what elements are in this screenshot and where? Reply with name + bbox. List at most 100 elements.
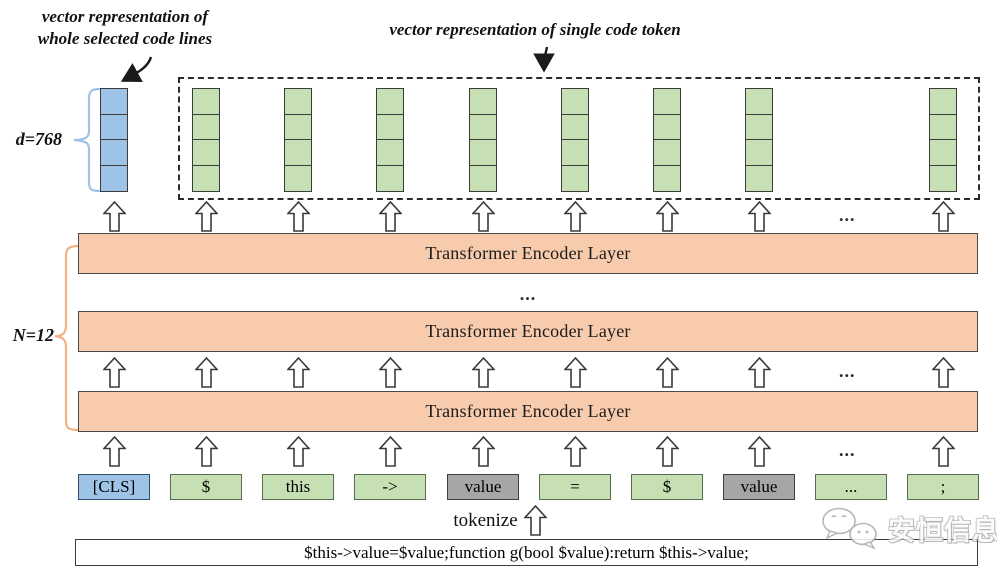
token-text: this — [285, 477, 311, 496]
token-output-vector — [745, 88, 773, 193]
vector-cell — [561, 88, 589, 116]
cls-vector-caption-line1: vector representation of — [41, 7, 209, 26]
vector-cell — [284, 88, 312, 116]
transformer-encoder-layer-middle: Transformer Encoder Layer — [78, 311, 978, 352]
curved-down-arrow-icon — [533, 46, 555, 73]
up-arrow-icon — [471, 201, 495, 232]
vector-cell — [100, 164, 128, 193]
vector-cell — [284, 139, 312, 167]
vector-cell — [284, 113, 312, 141]
hidden-layers-ellipsis: ... — [519, 284, 537, 304]
vector-cell — [284, 164, 312, 193]
vector-cell — [929, 113, 957, 141]
vector-cell — [192, 164, 220, 193]
token-text: ... — [844, 477, 858, 496]
up-arrow-icon — [102, 436, 126, 467]
curved-down-arrow-icon — [120, 56, 153, 83]
token-text: -> — [382, 477, 398, 496]
dimension-brace — [73, 87, 101, 193]
vector-cell — [745, 113, 773, 141]
token-code: = — [539, 474, 611, 500]
vector-cell — [745, 164, 773, 193]
watermark: 安恒信息 — [818, 505, 997, 551]
row-ellipsis: ... — [839, 440, 856, 460]
token-code: ; — [907, 474, 979, 500]
token-text: $ — [201, 477, 211, 496]
vector-cell — [561, 139, 589, 167]
up-arrow-icon — [378, 201, 402, 232]
token-vectors-dashed-box — [178, 77, 980, 200]
token-cls: [CLS] — [78, 474, 150, 500]
vector-cell — [100, 139, 128, 167]
up-arrow-icon — [471, 357, 495, 388]
vector-cell — [192, 113, 220, 141]
encoder-layer-label: Transformer Encoder Layer — [425, 321, 631, 341]
up-arrow-icon — [523, 505, 547, 536]
token-code: ... — [815, 474, 887, 500]
up-arrow-icon — [563, 357, 587, 388]
token-code: this — [262, 474, 334, 500]
up-arrow-icon — [931, 201, 955, 232]
token-text: ; — [940, 477, 946, 496]
transformer-encoder-layer-bottom: Transformer Encoder Layer — [78, 391, 978, 432]
token-output-vector — [284, 88, 312, 193]
vector-cell — [469, 113, 497, 141]
encoder-layer-label: Transformer Encoder Layer — [425, 401, 631, 421]
wechat-logo-icon — [822, 507, 877, 550]
vector-cell — [929, 88, 957, 116]
vector-cell — [561, 113, 589, 141]
cls-output-vector — [100, 88, 128, 193]
vector-cell — [376, 139, 404, 167]
up-arrow-icon — [378, 436, 402, 467]
row-ellipsis: ... — [839, 361, 856, 381]
vector-cell — [653, 164, 681, 193]
token-output-vector — [376, 88, 404, 193]
up-arrow-icon — [747, 357, 771, 388]
up-arrow-icon — [102, 201, 126, 232]
token-code: -> — [354, 474, 426, 500]
source-code-box: $this->value=$value;function g(bool $val… — [75, 539, 978, 566]
vector-cell — [376, 164, 404, 193]
token-output-vector — [561, 88, 589, 193]
vector-cell — [469, 164, 497, 193]
vector-cell — [469, 139, 497, 167]
vector-cell — [192, 88, 220, 116]
token-code: $ — [170, 474, 242, 500]
token-output-vector — [653, 88, 681, 193]
vector-cell — [653, 139, 681, 167]
vector-cell — [100, 113, 128, 141]
vector-cell — [929, 139, 957, 167]
up-arrow-icon — [378, 357, 402, 388]
token-masked: value — [723, 474, 795, 500]
up-arrow-icon — [747, 201, 771, 232]
vector-cell — [653, 113, 681, 141]
token-vector-caption: vector representation of single code tok… — [389, 20, 681, 39]
vector-cell — [745, 139, 773, 167]
up-arrow-icon — [102, 357, 126, 388]
up-arrow-icon — [194, 436, 218, 467]
up-arrow-icon — [286, 357, 310, 388]
vector-cell — [745, 88, 773, 116]
up-arrow-icon — [931, 357, 955, 388]
token-text: [CLS] — [92, 477, 136, 496]
layers-brace — [54, 244, 80, 432]
up-arrow-icon — [286, 201, 310, 232]
vector-cell — [376, 113, 404, 141]
token-text: $ — [662, 477, 672, 496]
up-arrow-icon — [194, 357, 218, 388]
token-output-vector — [192, 88, 220, 193]
cls-vector-caption: vector representation of whole selected … — [15, 6, 235, 50]
layer-count-label: N=12 — [12, 325, 54, 345]
up-arrow-icon — [655, 436, 679, 467]
token-text: value — [464, 477, 502, 496]
token-text: value — [740, 477, 778, 496]
vector-cell — [469, 88, 497, 116]
up-arrow-icon — [655, 357, 679, 388]
transformer-encoder-layer-top: Transformer Encoder Layer — [78, 233, 978, 274]
vector-cell — [100, 88, 128, 116]
token-output-vector — [469, 88, 497, 193]
token-text: = — [570, 477, 580, 496]
up-arrow-icon — [286, 436, 310, 467]
up-arrow-icon — [747, 436, 771, 467]
